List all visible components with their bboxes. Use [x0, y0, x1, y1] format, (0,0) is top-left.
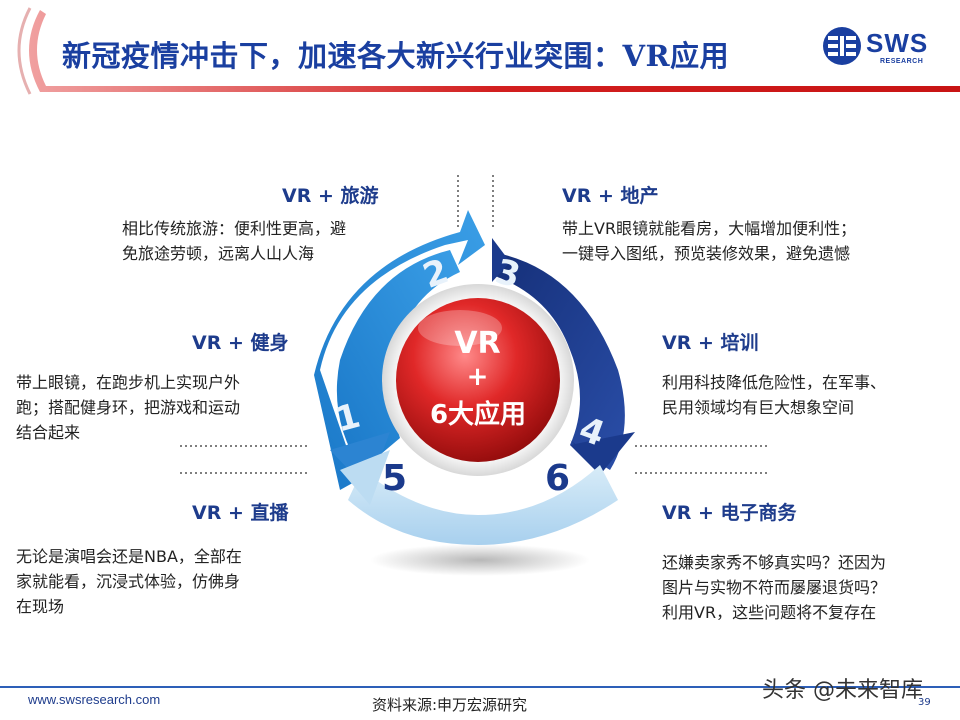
desc-fitness: 带上眼镜，在跑步机上实现户外 跑；搭配健身环，把游戏和运动 结合起来: [16, 370, 240, 445]
arc-right-band: [492, 252, 625, 470]
desc-line: 免旅途劳顿，远离人山人海: [122, 244, 315, 263]
desc-line: 带上VR眼镜就能看房，大幅增加便利性；: [562, 219, 857, 238]
logo-subtext: RESEARCH: [880, 58, 924, 65]
desc-tourism: 相比传统旅游：便利性更高，避 免旅途劳顿，远离人山人海: [122, 216, 346, 266]
desc-livestream: 无论是演唱会还是NBA，全部在 家就能看，沉浸式体验，仿佛身 在现场: [16, 544, 242, 619]
segment-number-6: 6: [545, 458, 571, 499]
label-tourism: VR + 旅游: [282, 185, 379, 207]
vr-cycle-diagram: [314, 175, 635, 576]
desc-training: 利用科技降低危险性，在军事、 民用领域均有巨大想象空间: [662, 370, 886, 420]
desc-line: 带上眼镜，在跑步机上实现户外: [16, 373, 241, 392]
desc-realestate: 带上VR眼镜就能看房，大幅增加便利性； 一键导入图纸，预览装修效果，避免遗憾: [562, 216, 856, 266]
desc-line: 还嫌卖家秀不够真实吗？还因为: [662, 553, 887, 572]
arc-left-band: [336, 250, 460, 470]
guide-lines: [180, 445, 768, 474]
footer-source: 资料来源:申万宏源研究: [372, 696, 528, 714]
center-title-plus: +: [466, 362, 489, 392]
desc-line: 跑；搭配健身环，把游戏和运动: [16, 398, 241, 417]
center-ball: [396, 298, 560, 462]
label-realestate: VR + 地产: [562, 185, 659, 207]
label-training: VR + 培训: [662, 332, 759, 354]
shadow: [370, 544, 590, 576]
desc-line: 利用科技降低危险性，在军事、: [662, 373, 887, 392]
page-title: 新冠疫情冲击下，加速各大新兴行业突围：VR应用: [62, 39, 730, 73]
desc-line: 利用VR，这些问题将不复存在: [662, 603, 877, 622]
arrow-head-left: [330, 432, 390, 490]
header-band: [17, 7, 960, 95]
desc-line: 无论是演唱会还是NBA，全部在: [16, 547, 242, 566]
desc-line: 结合起来: [16, 423, 81, 442]
desc-line: 家就能看，沉浸式体验，仿佛身: [16, 572, 241, 591]
sws-logo-icon: [823, 27, 861, 65]
arc-bottom: [348, 465, 618, 545]
segment-number-5: 5: [382, 458, 408, 499]
desc-ecommerce: 还嫌卖家秀不够真实吗？还因为 图片与实物不符而屡屡退货吗？ 利用VR，这些问题将…: [662, 550, 886, 625]
desc-line: 一键导入图纸，预览装修效果，避免遗憾: [562, 244, 851, 263]
desc-line: 在现场: [16, 597, 65, 616]
label-fitness: VR + 健身: [192, 332, 289, 354]
logo-text: SWS: [866, 28, 929, 58]
arrow-head-top: [492, 238, 510, 282]
footer-url-link[interactable]: www.swsresearch.com: [28, 692, 161, 707]
center-title-vr: VR: [454, 326, 501, 361]
arc-left: [314, 210, 485, 490]
desc-line: 图片与实物不符而屡屡退货吗？: [662, 578, 887, 597]
desc-line: 相比传统旅游：便利性更高，避: [122, 219, 347, 238]
label-ecommerce: VR + 电子商务: [662, 502, 797, 524]
watermark: 头条 @未来智库: [762, 678, 923, 703]
footer-divider: [0, 686, 960, 688]
center-title-apps: 6大应用: [429, 400, 527, 430]
page-number: 39: [918, 697, 931, 708]
desc-line: 民用领域均有巨大想象空间: [662, 398, 855, 417]
label-livestream: VR + 直播: [192, 502, 289, 524]
